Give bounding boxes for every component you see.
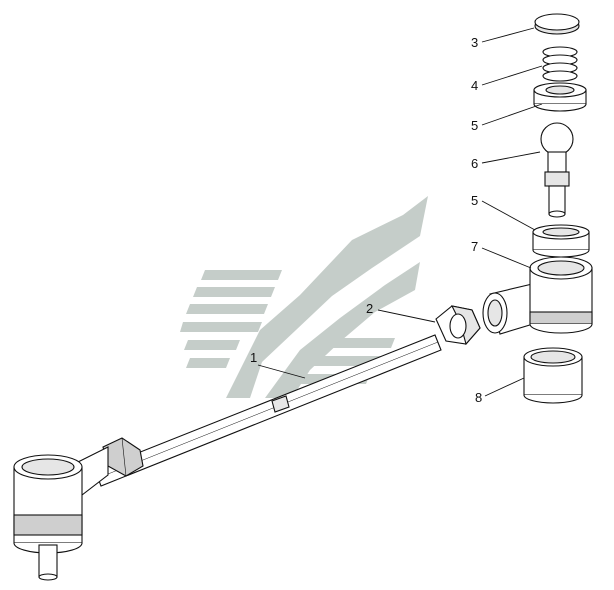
part-bushing-lower (532, 224, 590, 258)
callout-8: 8 (475, 390, 482, 405)
callout-3: 3 (471, 35, 478, 50)
callout-7: 7 (471, 239, 478, 254)
leader-lines (257, 27, 543, 397)
callout-5-upper: 5 (471, 118, 478, 133)
callout-labels: 1 2 3 4 5 6 5 7 8 (250, 35, 482, 405)
part-tie-rod (13, 334, 442, 581)
part-nut (435, 305, 481, 346)
callout-2: 2 (366, 301, 373, 316)
part-sleeve (523, 347, 583, 404)
callout-6: 6 (471, 156, 478, 171)
watermark-logo (180, 196, 428, 398)
part-bushing-upper (533, 82, 587, 112)
callout-5-lower: 5 (471, 193, 478, 208)
part-ball-pin (540, 122, 574, 218)
part-housing (529, 256, 593, 334)
callout-4: 4 (471, 78, 478, 93)
part-cap (534, 13, 580, 35)
part-spring (542, 46, 578, 82)
callout-1: 1 (250, 350, 257, 365)
